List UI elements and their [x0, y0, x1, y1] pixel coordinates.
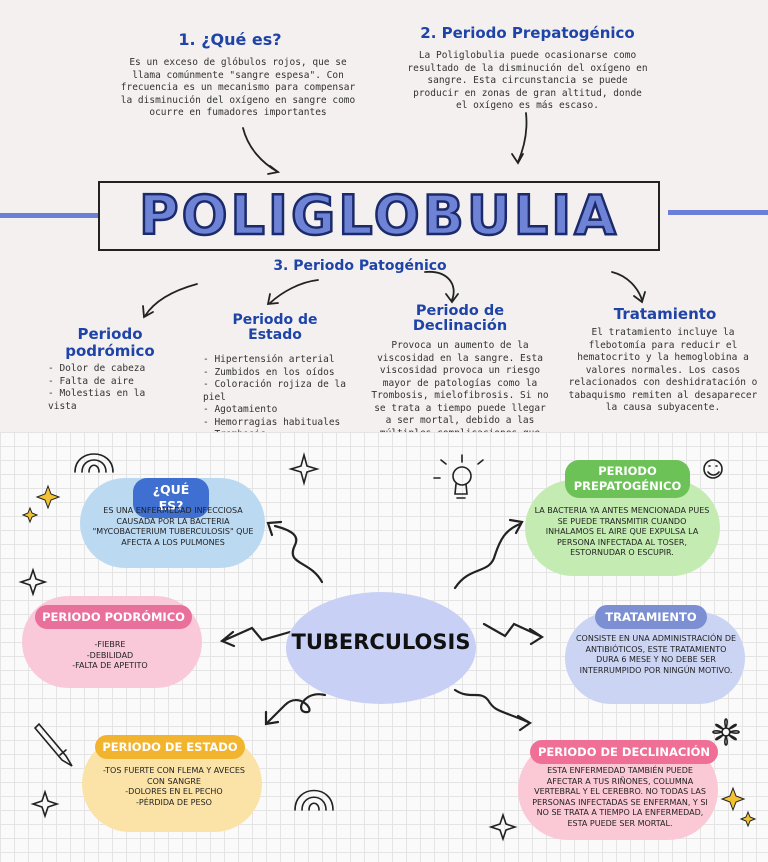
- prepatogenico-label: PERIODO PREPATOGÉNICO: [565, 460, 690, 498]
- star-icon: [35, 484, 61, 510]
- pencil-icon: [33, 722, 73, 767]
- star-icon: [739, 810, 757, 828]
- list-item: -Tos fuerte con flema y aveces con sangr…: [102, 766, 245, 786]
- prepatogenico-text: La Poliglobulia puede ocasionarse como r…: [407, 50, 648, 111]
- arrow-head: [264, 710, 280, 726]
- connector-prepatogenico: [453, 522, 522, 590]
- arrow-declinacion: [424, 271, 455, 301]
- top-arrows: [142, 112, 646, 319]
- arrow-estado: [269, 279, 319, 304]
- arrow-head: [633, 291, 646, 304]
- list-item: Molestias en la vista: [48, 388, 178, 413]
- arrow-head: [511, 153, 524, 165]
- sparkle-icon: [488, 812, 518, 842]
- patogenico-title: 3. Periodo Patogénico: [273, 258, 447, 274]
- arrow-head: [528, 627, 545, 646]
- center-title: TUBERCULOSIS: [291, 630, 471, 654]
- prodromico-list: -Fiebre -Debilidad -Falta de apetito: [40, 640, 180, 672]
- list-item: -Pérdida de peso: [136, 797, 212, 807]
- que-es-text: Es una enfermedad infecciosa causada por…: [92, 506, 254, 547]
- star-icon: [21, 506, 39, 524]
- declinacion-title: Periodo de Declinación: [390, 304, 530, 334]
- estado-title-line1: Periodo de: [232, 312, 318, 328]
- arrow-head: [219, 630, 236, 648]
- declinacion-label: PERIODO DE DECLINACIÓN: [530, 740, 718, 764]
- rainbow-icon: [74, 453, 114, 473]
- connector-que-es: [273, 524, 324, 584]
- connector-estado: [266, 693, 327, 724]
- que-es-text: Es un exceso de glóbulos rojos, que se l…: [120, 57, 356, 118]
- list-item: Falta de aire: [48, 376, 178, 389]
- tratamiento-text: Consiste en una administración de antibi…: [575, 634, 737, 675]
- list-item: Coloración rojiza de la piel: [203, 379, 363, 404]
- prodromico-list: Dolor de cabeza Falta de aire Molestias …: [48, 363, 178, 413]
- tratamiento-label: TRATAMIENTO: [595, 605, 707, 629]
- smiley-icon: [703, 459, 723, 479]
- arrow-head: [142, 305, 154, 319]
- prodromico-title-line2: podrómico: [65, 342, 155, 360]
- tratamiento-title: Tratamiento: [613, 305, 717, 323]
- list-item: Hemorragias habituales: [203, 417, 363, 430]
- main-title: POLIGLOBULIA: [138, 183, 619, 249]
- prepatogenico-label-line2: PREPATOGÉNICO: [573, 479, 682, 493]
- list-item: -Dolores en el pecho: [125, 787, 223, 796]
- list-item: Hipertensión arterial: [203, 354, 363, 367]
- list-item: -Debilidad: [86, 650, 134, 660]
- estado-label: PERIODO DE ESTADO: [95, 735, 245, 759]
- sparkle-icon: [30, 789, 60, 819]
- prepatogenico-title: 2. Periodo Prepatogénico: [420, 24, 635, 42]
- prodromico-title: Periodo podrómico: [55, 326, 165, 360]
- estado-title-line2: Estado: [248, 327, 302, 343]
- title-bar-left: [0, 213, 100, 218]
- tratamiento-text: El tratamiento incluye la flebotomía par…: [568, 327, 758, 413]
- arrow-prepatogenico: [517, 112, 528, 163]
- list-item: Agotamiento: [203, 404, 363, 417]
- connector-tratamiento: [482, 622, 542, 638]
- connector-declinacion: [453, 688, 530, 724]
- list-item: -Falta de apetito: [72, 661, 148, 670]
- que-es-title: 1. ¿Qué es?: [178, 30, 282, 49]
- center-ellipse: [286, 592, 476, 704]
- lightbulb-icon: [452, 466, 472, 486]
- que-es-label: ¿QUÉ ES?: [133, 478, 209, 518]
- sparkle-icon: [288, 451, 320, 487]
- arrow-head: [267, 165, 281, 175]
- arrow-head: [266, 293, 279, 306]
- poliglobulia-section: 1. ¿Qué es? Es un exceso de glóbulos roj…: [0, 0, 768, 432]
- arrow-prodromico: [144, 283, 198, 317]
- estado-title: Periodo de Estado: [220, 313, 330, 343]
- prepatogenico-label-line1: PERIODO: [598, 464, 657, 478]
- arrow-head: [266, 520, 283, 537]
- main-title-box: [98, 181, 660, 251]
- declinacion-title-line1: Periodo de: [415, 303, 505, 319]
- list-item: -Fiebre: [94, 640, 126, 649]
- arrow-head: [516, 714, 533, 732]
- arrow-tratamiento: [611, 271, 643, 301]
- prodromico-label: PERIODO PODRÓMICO: [35, 605, 192, 629]
- list-item: Dolor de cabeza: [48, 363, 178, 376]
- declinacion-title-line2: Declinación: [412, 318, 508, 334]
- list-item: Zumbidos en los oídos: [203, 367, 363, 380]
- rainbow-icon: [294, 789, 334, 811]
- sparkle-icon: [18, 567, 48, 597]
- prodromico-title-line1: Periodo: [77, 325, 143, 343]
- star-icon: [720, 786, 746, 812]
- title-bar-right: [668, 210, 768, 215]
- arrow-head: [508, 518, 524, 535]
- connector-prodromico: [223, 626, 292, 642]
- estado-list: -Tos fuerte con flema y aveces con sangr…: [98, 766, 250, 808]
- arrow-head: [445, 293, 459, 304]
- prepatogenico-text: La bacteria ya antes mencionada pues se …: [534, 506, 710, 557]
- declinacion-text: Esta enfermedad también puede afectar a …: [532, 766, 708, 828]
